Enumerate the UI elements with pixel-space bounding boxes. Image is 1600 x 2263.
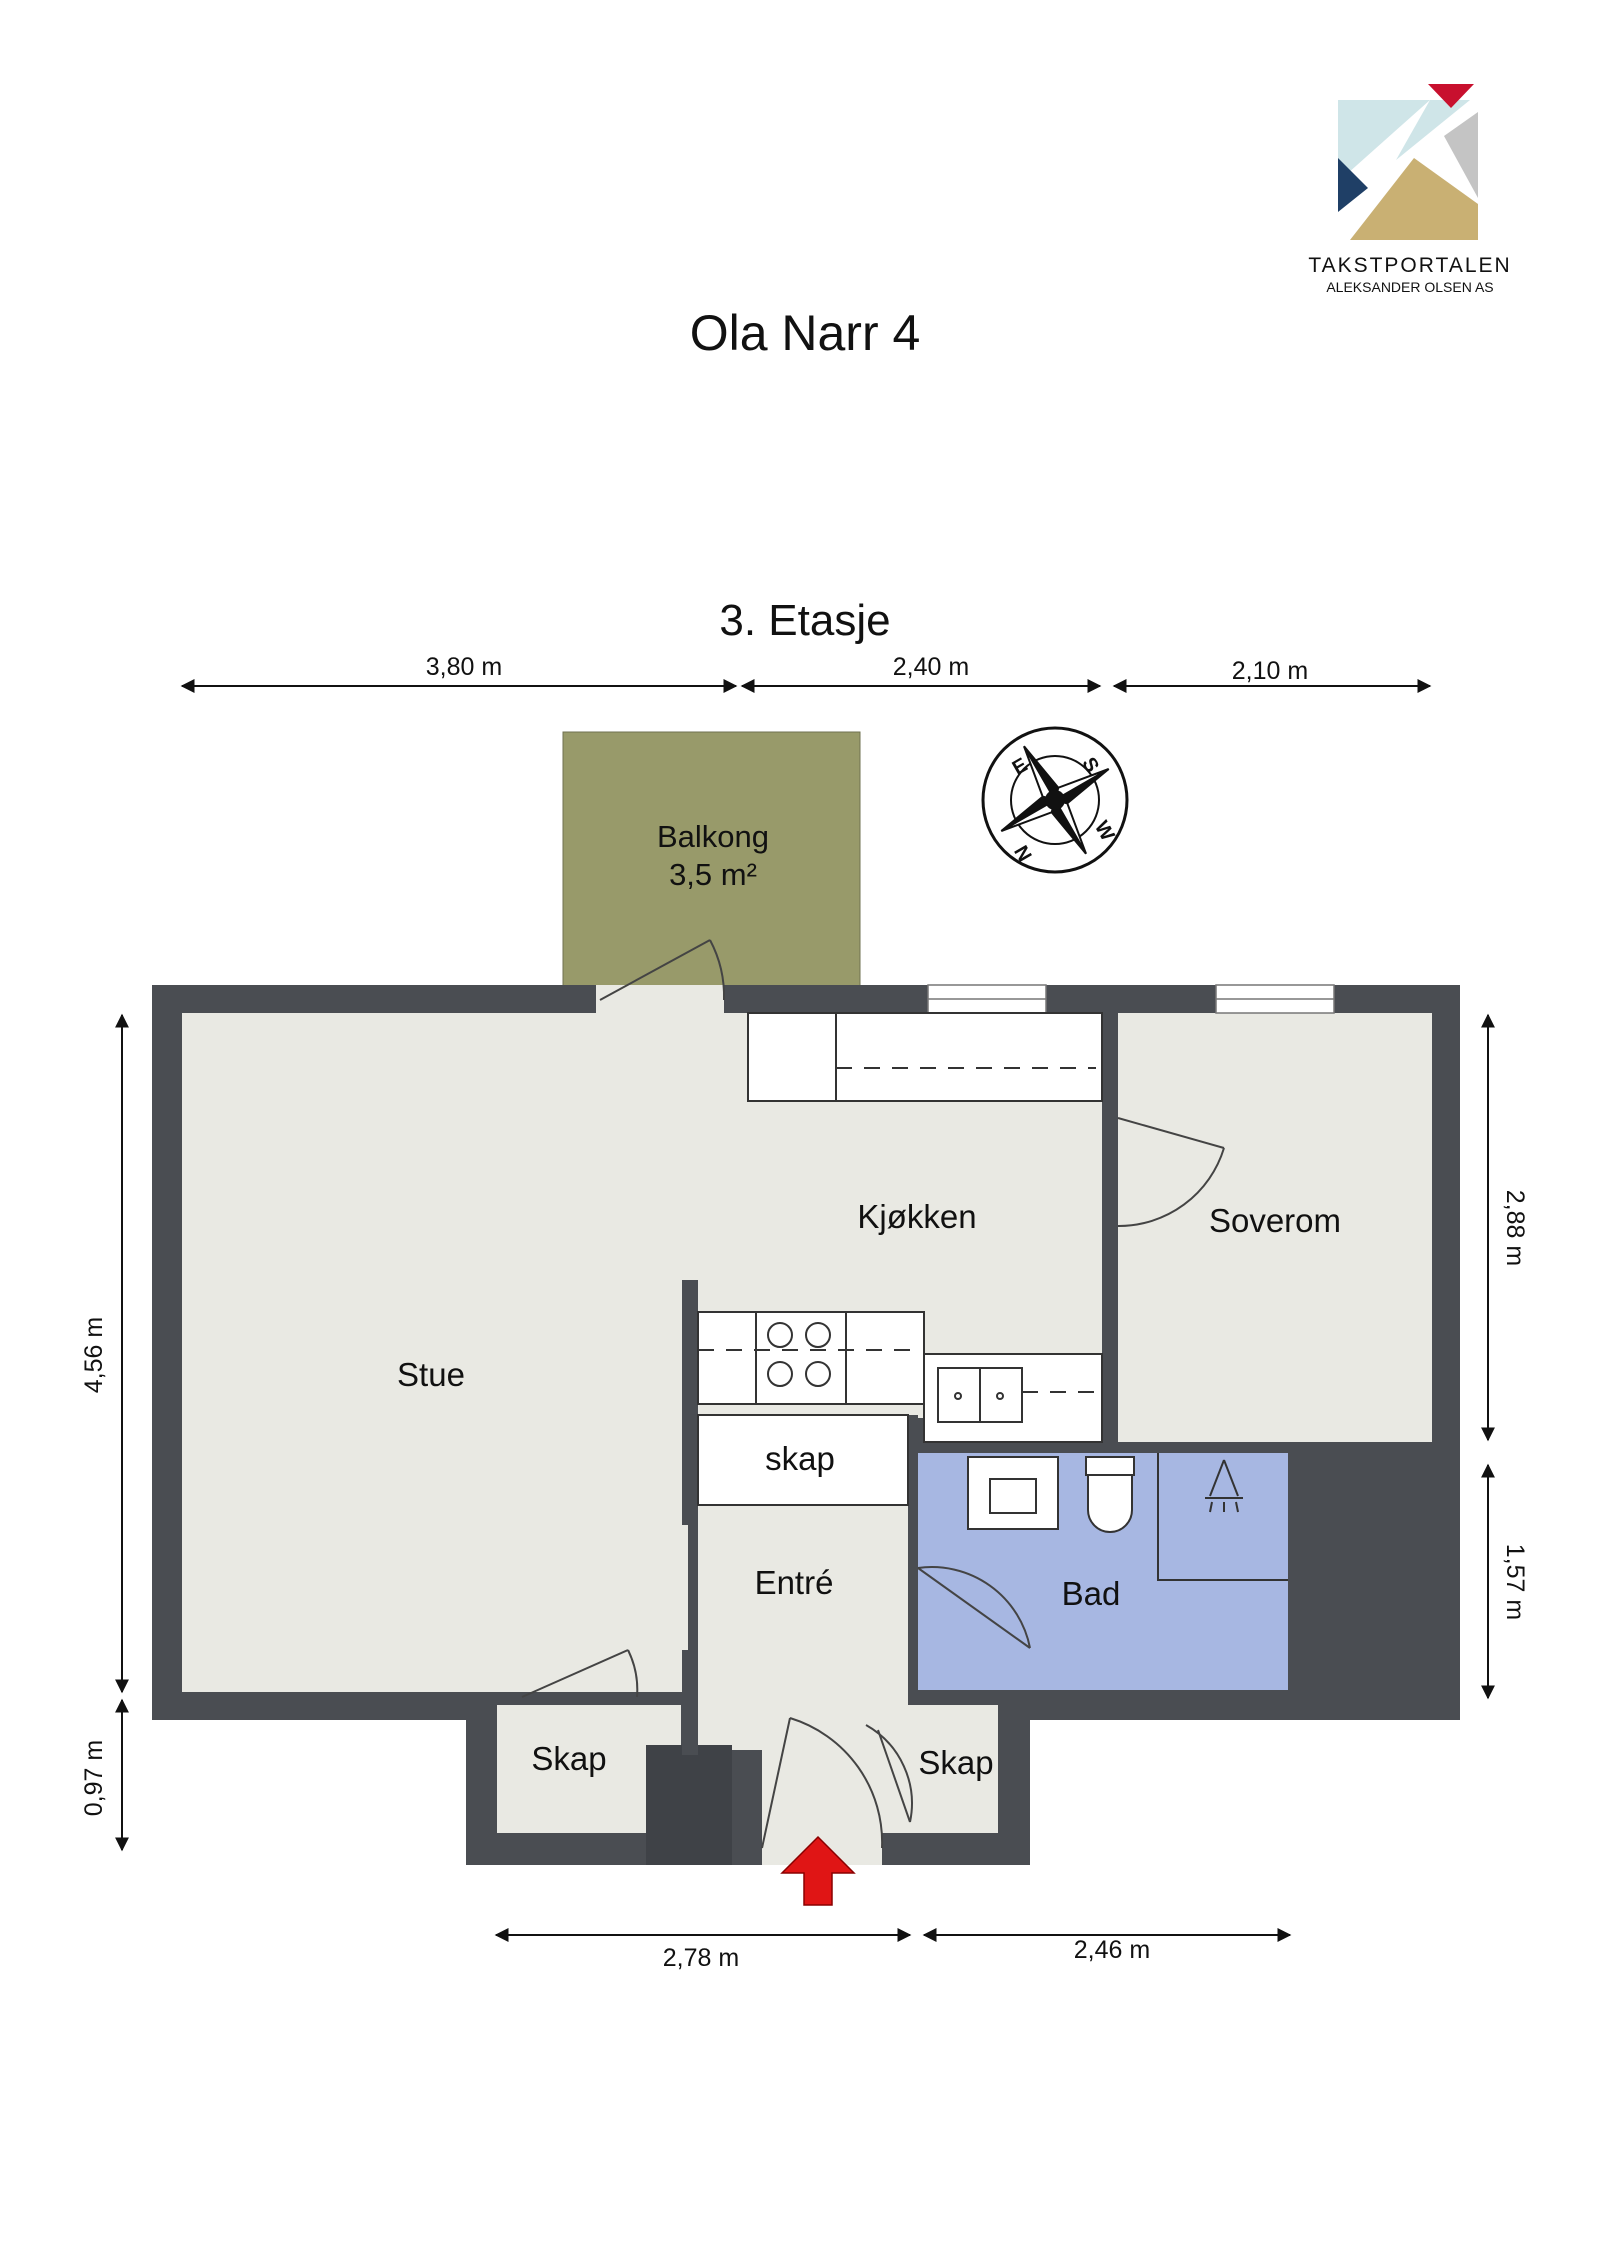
- dim-right-2: 1,57 m: [1501, 1544, 1529, 1620]
- room-label-kitchen: Kjøkken: [857, 1198, 976, 1235]
- dim-left-1: 4,56 m: [80, 1317, 108, 1393]
- dim-top-1: 3,80 m: [426, 653, 502, 681]
- logo-subtitle: ALEKSANDER OLSEN AS: [1326, 279, 1493, 295]
- windows: [927, 984, 1335, 1014]
- kitchen-fixtures: [697, 1012, 1103, 1506]
- dimension-labels: 3,80 m 2,40 m 2,10 m 4,56 m 0,97 m 2,88 …: [80, 653, 1529, 1972]
- bath-fixtures: [967, 1453, 1288, 1581]
- room-label-closet-center: skap: [765, 1440, 835, 1477]
- room-label-closet-right: Skap: [918, 1744, 993, 1781]
- floor-label: 3. Etasje: [719, 596, 890, 645]
- room-label-closet-left: Skap: [531, 1740, 606, 1777]
- room-label-bedroom: Soverom: [1209, 1202, 1341, 1239]
- room-label-hall: Entré: [755, 1564, 834, 1601]
- balcony: [562, 731, 861, 995]
- balcony-area: 3,5 m²: [669, 857, 757, 892]
- company-logo: TAKSTPORTALEN ALEKSANDER OLSEN AS: [1308, 84, 1511, 295]
- interior-walls: [682, 1013, 1318, 1755]
- entrance-arrow-icon: [780, 1835, 856, 1906]
- room-label-living: Stue: [397, 1356, 465, 1393]
- dim-right-1: 2,88 m: [1501, 1190, 1529, 1266]
- compass-icon: E S N W: [981, 726, 1129, 874]
- page-title: Ola Narr 4: [690, 305, 921, 361]
- dim-left-2: 0,97 m: [80, 1740, 108, 1816]
- logo-name: TAKSTPORTALEN: [1308, 254, 1511, 277]
- room-label-bath: Bad: [1062, 1575, 1121, 1612]
- balcony-label: Balkong: [657, 819, 769, 854]
- room-labels: Kjøkken Soverom Stue skap Entré Bad Skap…: [397, 1198, 1341, 1781]
- dim-top-2: 2,40 m: [893, 653, 969, 681]
- dimension-lines: [115, 679, 1495, 1942]
- dim-bottom-1: 2,78 m: [663, 1944, 739, 1972]
- dim-top-3: 2,10 m: [1232, 657, 1308, 685]
- dim-bottom-2: 2,46 m: [1074, 1936, 1150, 1964]
